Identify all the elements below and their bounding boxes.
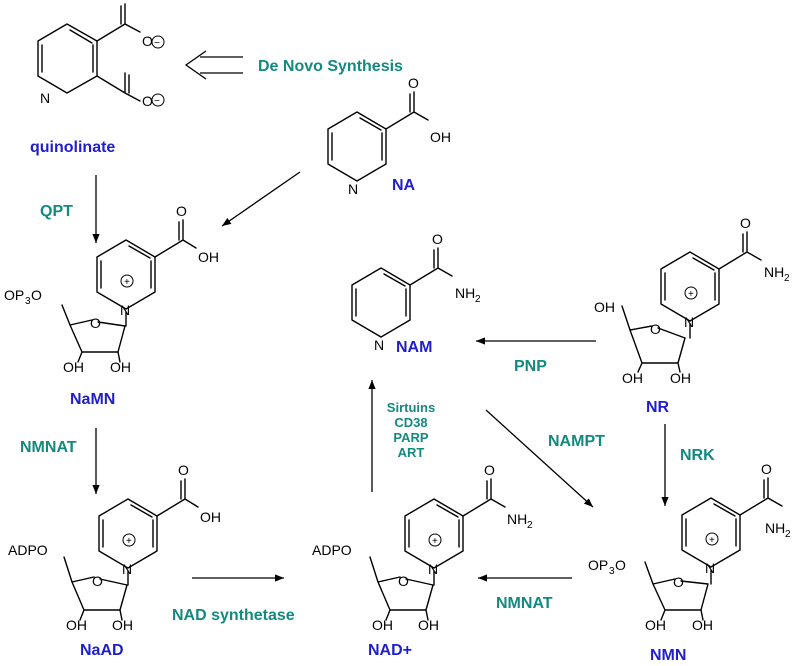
na-structure: N O OH — [327, 75, 451, 197]
atom-op3-a: OP — [4, 287, 24, 303]
nmn-structure: N + O NH 2 O OP 3 O OH OH — [588, 461, 791, 633]
atom-n: N — [120, 302, 130, 318]
atom-oh: OH — [622, 370, 643, 386]
label-nam: NAM — [396, 339, 432, 356]
atom-n: N — [705, 560, 715, 576]
svg-text:−: − — [154, 96, 160, 107]
atom-oh: OH — [200, 509, 221, 525]
atom-o: O — [432, 231, 443, 247]
label-nampt: NAMPT — [548, 433, 605, 450]
label-nr: NR — [646, 399, 670, 416]
atom-op3-sub: 3 — [25, 296, 31, 307]
positive-charge-icon: + — [428, 533, 442, 547]
atom-oh: OH — [112, 617, 133, 633]
de-novo-open-arrow — [184, 50, 243, 80]
atom-adpo: ADPO — [8, 542, 48, 558]
label-nmn: NMN — [650, 647, 686, 664]
atom-nh2-main: NH — [455, 285, 475, 301]
atom-oh: OH — [670, 370, 691, 386]
positive-charge-icon: + — [684, 286, 698, 300]
quinolinate-structure: N O − O − — [37, 3, 165, 109]
atom-nh2-sub: 2 — [785, 529, 791, 540]
atom-oh: OH — [430, 129, 451, 145]
label-namn: NaMN — [70, 391, 115, 408]
label-nrk: NRK — [680, 447, 715, 464]
label-nmnat-2: NMNAT — [496, 595, 553, 612]
svg-text:−: − — [154, 38, 160, 49]
atom-oh: OH — [63, 359, 84, 375]
arrow-nam-to-nmn — [485, 409, 594, 508]
label-nad-synthetase: NAD synthetase — [172, 607, 295, 624]
svg-text:+: + — [688, 289, 694, 300]
atom-oh: OH — [110, 359, 131, 375]
atom-oh: OH — [418, 617, 439, 633]
svg-text:+: + — [709, 535, 715, 546]
namn-structure: N + O OH O OP 3 O OH OH — [4, 203, 219, 375]
svg-text:+: + — [124, 277, 130, 288]
negative-charge-icon: − — [151, 93, 165, 107]
atom-nh2-main: NH — [507, 511, 527, 527]
atom-oh: OH — [594, 299, 615, 315]
atom-o: O — [142, 33, 153, 49]
atom-o: O — [176, 203, 187, 219]
label-cd38: CD38 — [394, 415, 427, 430]
label-nad: NAD+ — [368, 642, 412, 659]
atom-nh2-main: NH — [764, 264, 784, 280]
atom-n: N — [374, 337, 384, 353]
atom-adpo: ADPO — [312, 542, 352, 558]
atom-n: N — [428, 561, 438, 577]
atom-o: O — [408, 75, 419, 91]
atom-n: N — [40, 90, 50, 106]
atom-oh: OH — [66, 617, 87, 633]
positive-charge-icon: + — [705, 532, 719, 546]
atom-n: N — [348, 181, 358, 197]
atom-op3-b: O — [31, 287, 42, 303]
atom-op3-b: O — [615, 557, 626, 573]
label-na: NA — [392, 177, 416, 194]
label-naad: NaAD — [80, 642, 124, 659]
atom-oh: OH — [372, 617, 393, 633]
nr-structure: N + O NH 2 O OH OH OH — [594, 215, 790, 386]
atom-n: N — [122, 561, 132, 577]
atom-o: O — [178, 462, 189, 478]
atom-o: O — [761, 461, 772, 477]
atom-op3-a: OP — [588, 557, 608, 573]
atom-nh2-sub: 2 — [784, 273, 790, 284]
atom-o: O — [484, 462, 495, 478]
atom-op3-sub: 3 — [609, 566, 615, 577]
positive-charge-icon: + — [120, 274, 134, 288]
label-pnp: PNP — [514, 358, 547, 375]
naad-structure: N + O OH O ADPO OH OH — [8, 462, 221, 633]
atom-o: O — [90, 315, 101, 331]
svg-text:+: + — [432, 536, 438, 547]
atom-o: O — [650, 321, 661, 337]
atom-nh2-sub: 2 — [475, 294, 481, 305]
arrow-na-to-namn — [221, 171, 301, 227]
label-qpt: QPT — [40, 203, 73, 220]
atom-o: O — [142, 93, 153, 109]
label-sirtuins: Sirtuins — [387, 400, 435, 415]
label-quinolinate: quinolinate — [30, 139, 115, 156]
atom-o: O — [673, 574, 684, 590]
positive-charge-icon: + — [122, 533, 136, 547]
atom-n: N — [684, 314, 694, 330]
atom-nh2-sub: 2 — [527, 520, 533, 531]
nam-structure: N O NH 2 — [351, 231, 481, 353]
atom-o: O — [398, 573, 409, 589]
label-parp: PARP — [393, 430, 428, 445]
label-nmnat-1: NMNAT — [20, 439, 77, 456]
atom-o: O — [92, 573, 103, 589]
label-de-novo-synthesis: De Novo Synthesis — [258, 58, 403, 75]
atom-nh2-main: NH — [765, 520, 785, 536]
svg-text:+: + — [126, 536, 132, 547]
atom-oh: OH — [692, 617, 713, 633]
negative-charge-icon: − — [151, 35, 165, 49]
atom-oh: OH — [645, 617, 666, 633]
atom-o: O — [740, 215, 751, 231]
nad-structure: N + O NH 2 O ADPO OH OH — [312, 462, 533, 633]
label-art: ART — [398, 445, 425, 460]
atom-oh: OH — [198, 249, 219, 265]
